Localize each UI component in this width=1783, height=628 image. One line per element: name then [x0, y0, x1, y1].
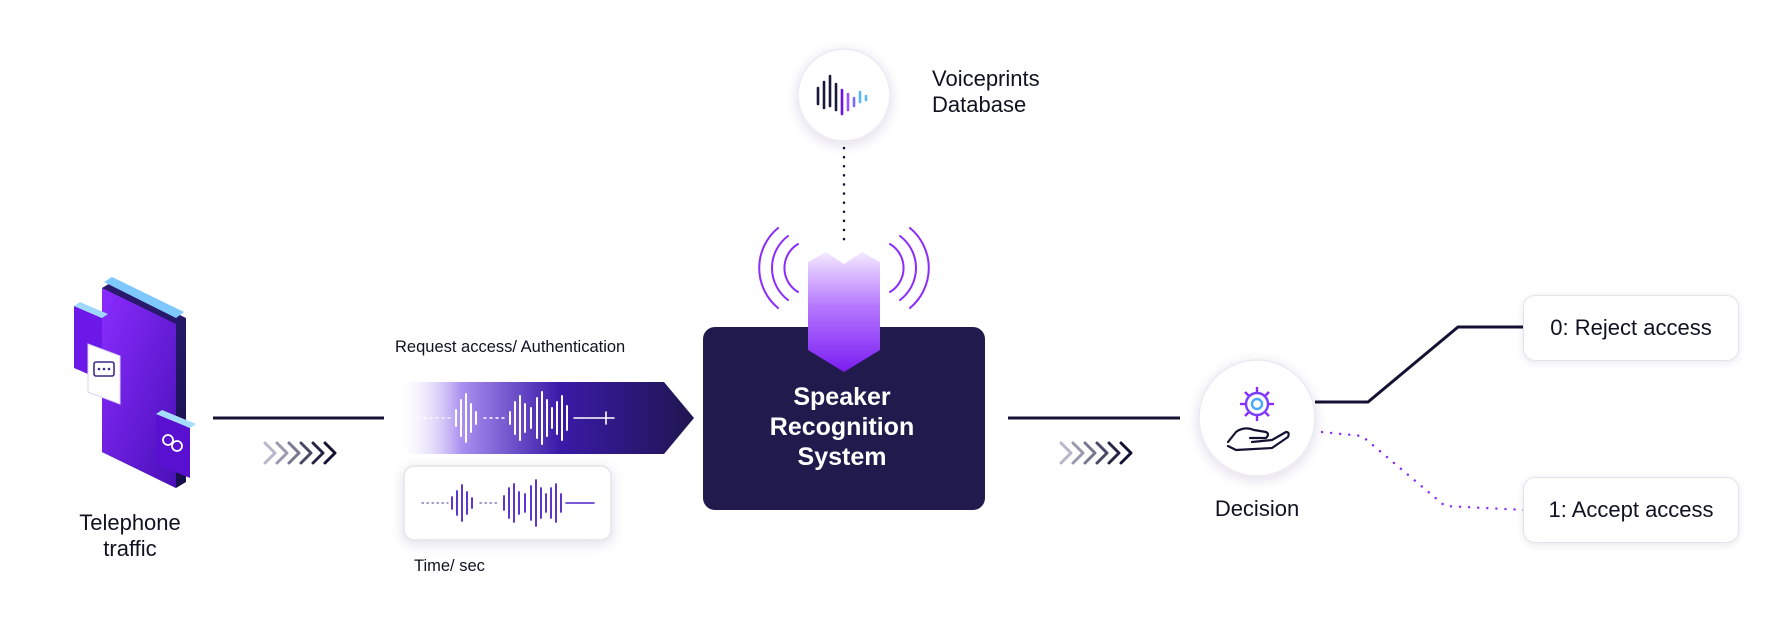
gear-hand-icon: [1226, 387, 1290, 452]
telephone-traffic-label: Telephone traffic: [79, 510, 181, 561]
waveform-banner: [396, 382, 694, 454]
chevrons-icon: [263, 441, 337, 465]
reject-access-box: 0: Reject access: [1523, 295, 1739, 361]
accept-access-label: 1: Accept access: [1548, 497, 1714, 522]
request-access-label: Request access/ Authentication: [395, 338, 626, 356]
waveform-icon: [417, 391, 615, 445]
time-axis-label: Time/ sec: [414, 557, 485, 575]
system-box: [703, 327, 985, 510]
accept-access-box: 1: Accept access: [1523, 477, 1739, 543]
connector-reject: [1315, 325, 1525, 404]
connector-accept: [1320, 430, 1527, 512]
radio-waves-icon: [758, 227, 930, 309]
decision-label: Decision: [1214, 496, 1300, 521]
speaker-recognition-system-label: Speaker Recognition System: [769, 383, 915, 471]
reject-access-label: 0: Reject access: [1550, 315, 1712, 340]
phone-stack-icon: [74, 277, 196, 488]
decision-node: [1198, 359, 1316, 477]
database-node: [797, 48, 891, 142]
shield-icon: [808, 246, 880, 372]
chevrons-icon: [1059, 441, 1133, 465]
voiceprint-bars-icon: [816, 74, 868, 116]
voiceprints-database-label: Voiceprints Database: [932, 66, 1040, 117]
time-waveform-card: [403, 465, 612, 541]
